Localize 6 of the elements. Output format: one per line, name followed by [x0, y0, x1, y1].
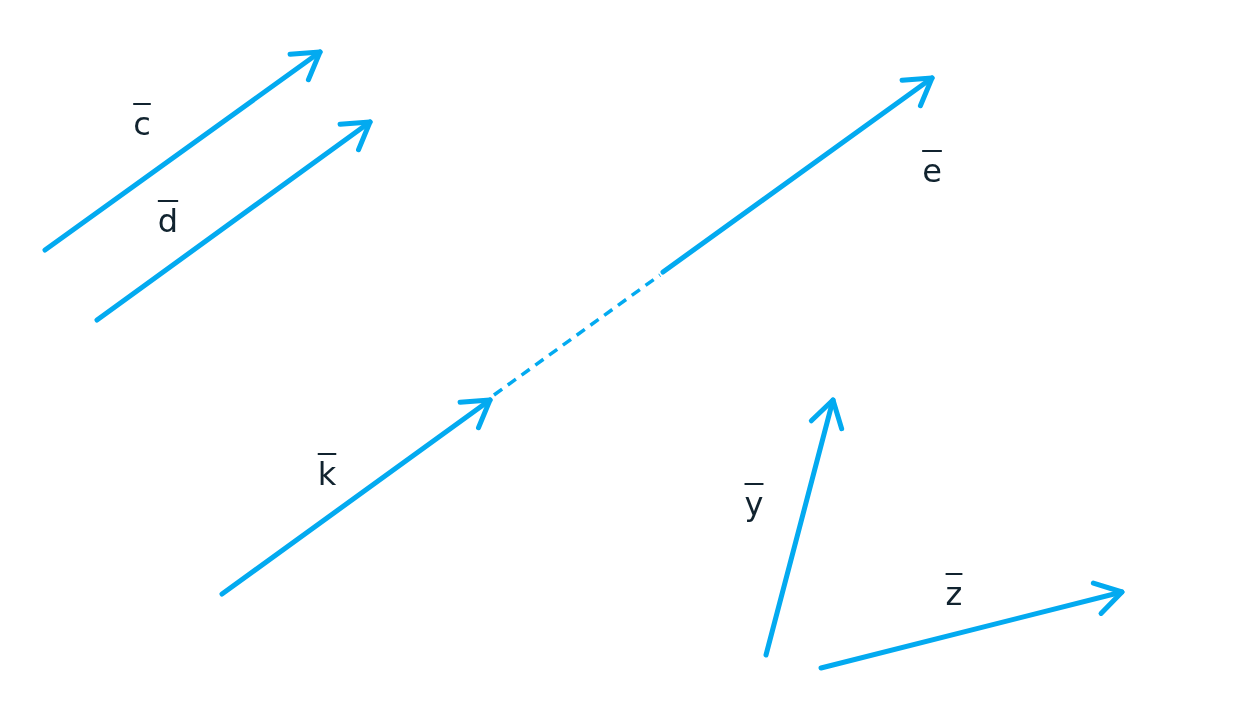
vector-label: z — [945, 574, 963, 610]
vector-label: c — [133, 104, 151, 140]
vector-label: k — [317, 454, 337, 490]
vector-label: e — [922, 151, 942, 187]
vector-label: d — [157, 201, 179, 237]
vector-label: y — [744, 484, 764, 520]
